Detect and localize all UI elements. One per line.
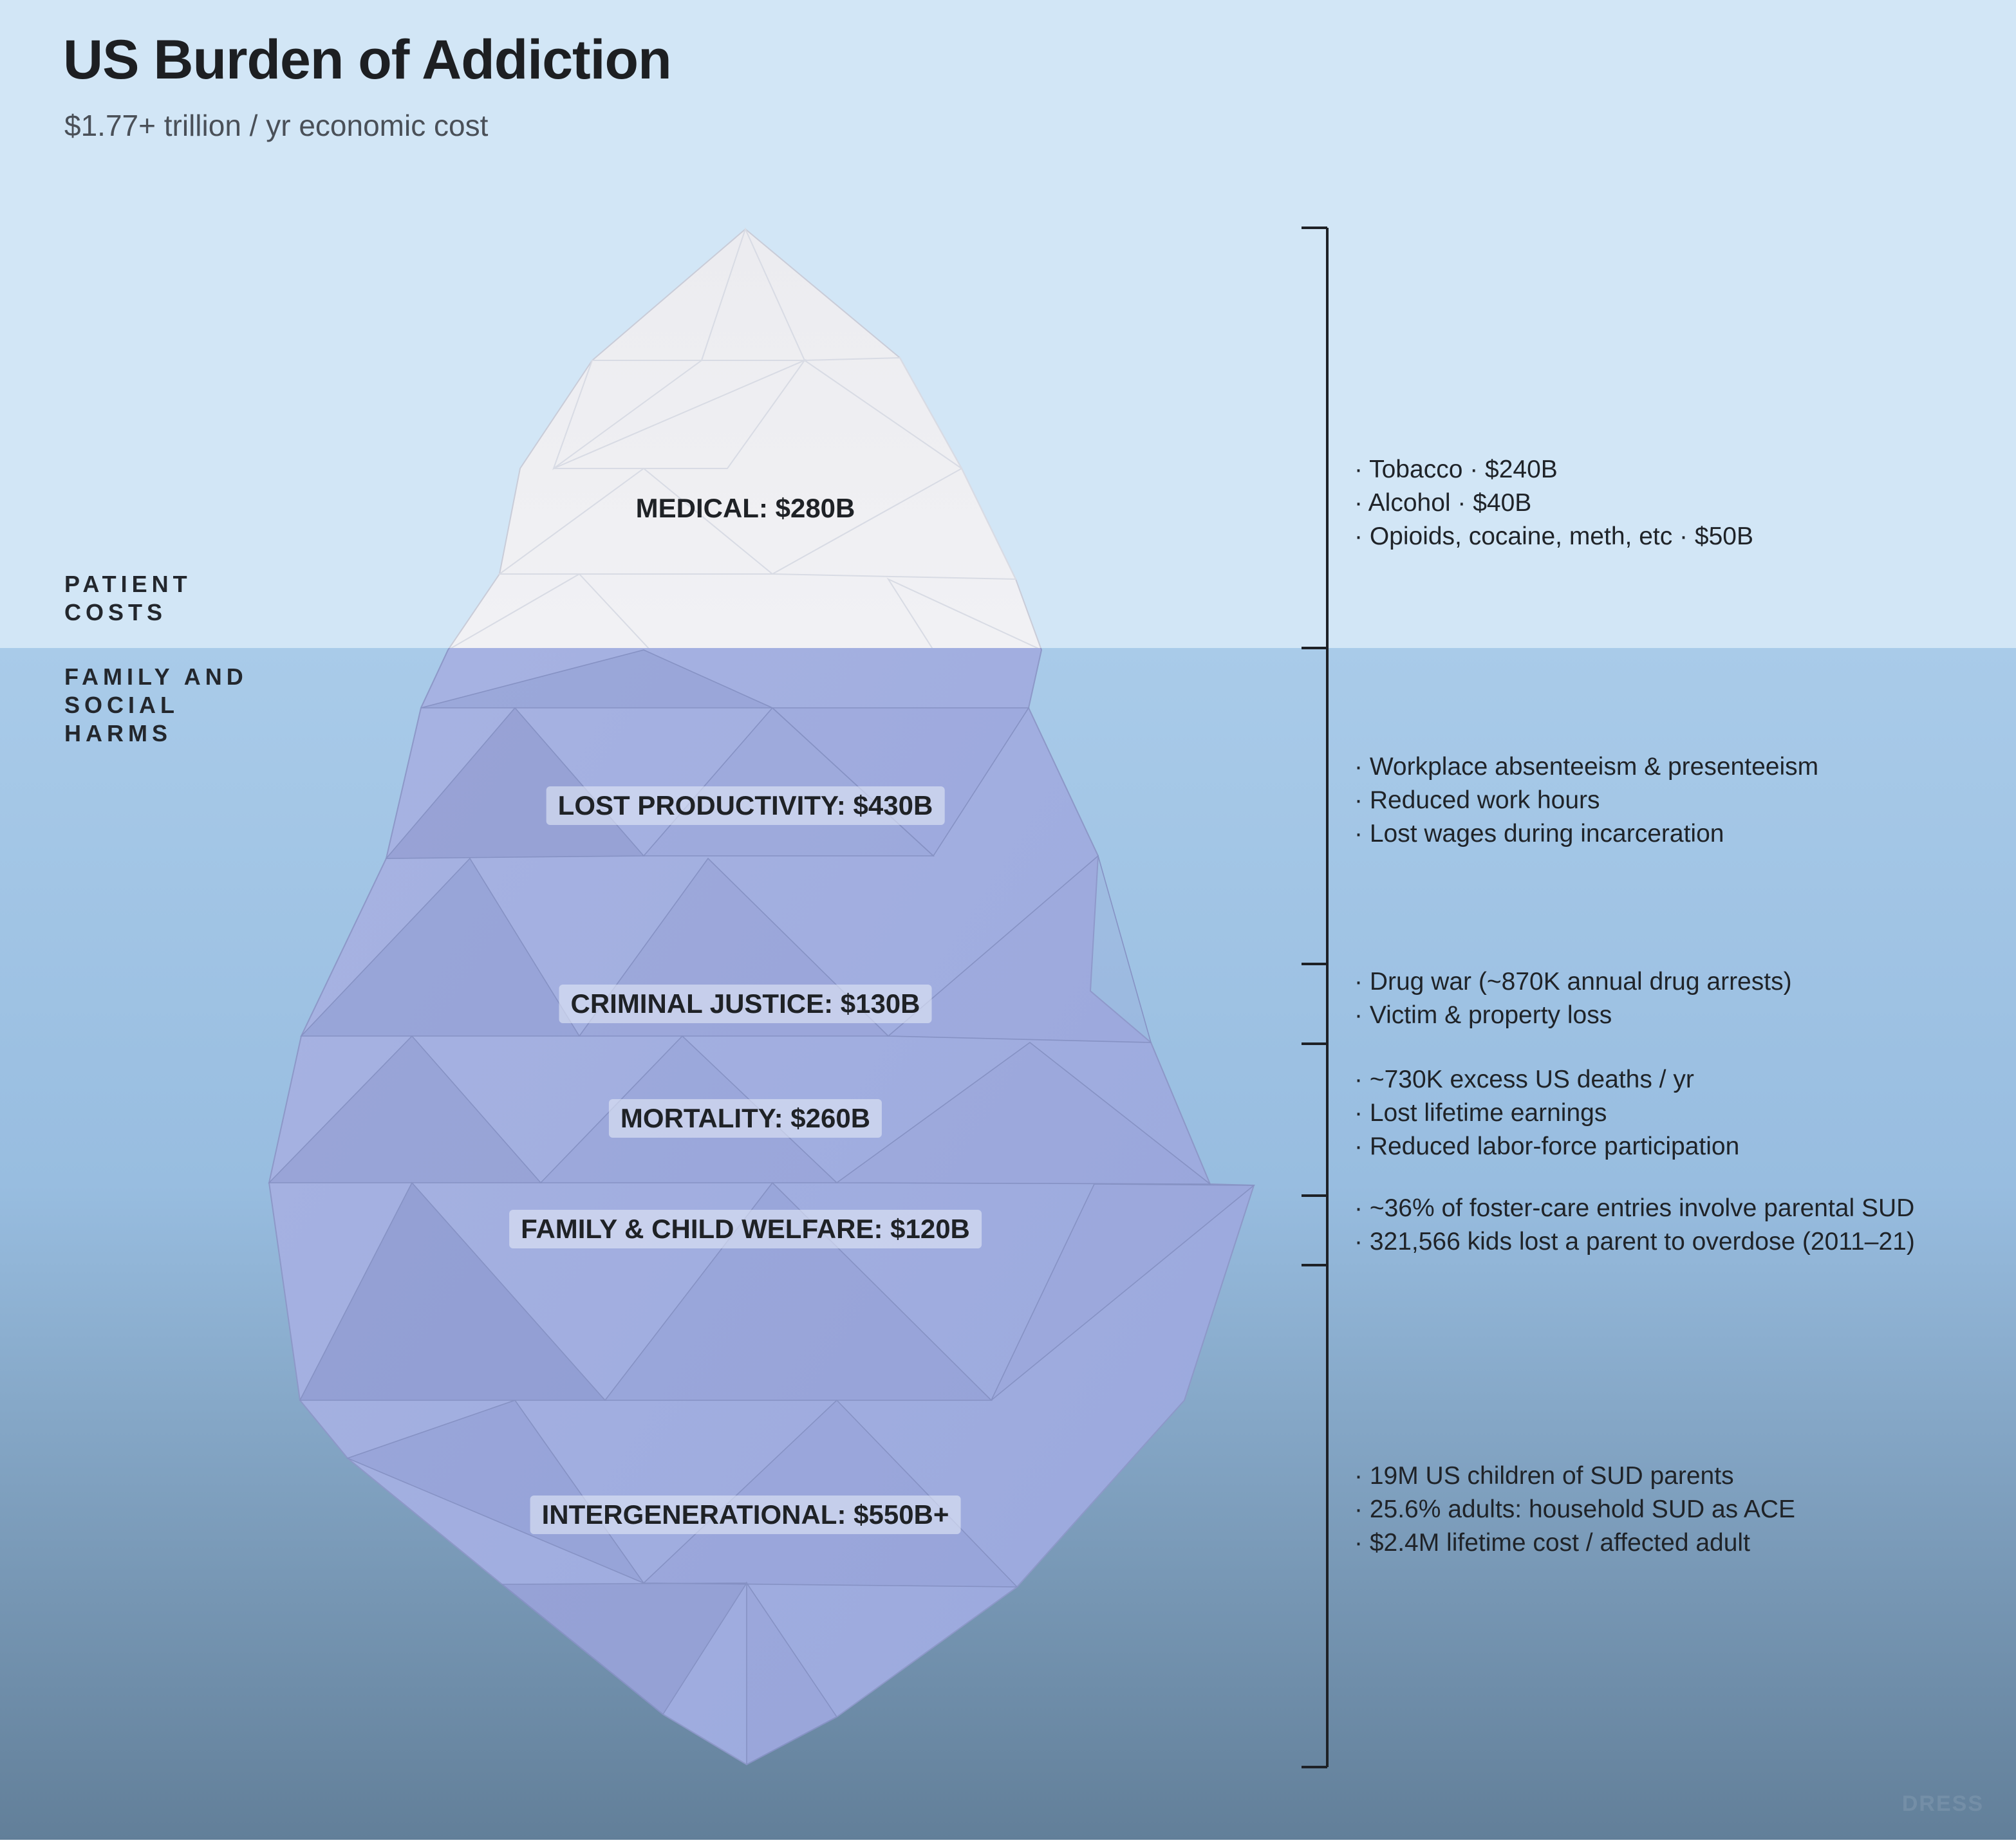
ice-facet xyxy=(835,1041,1212,1185)
note-item: · 25.6% adults: household SUD as ACE xyxy=(1354,1496,1796,1523)
layer-label-lost-productivity: LOST PRODUCTIVITY: $430B xyxy=(546,786,945,825)
watermark: DRESS xyxy=(1901,1792,1984,1816)
note-item: · Tobacco · $240B xyxy=(1354,456,1558,483)
iceberg-tip-facets xyxy=(450,227,1039,648)
note-item: · 321,566 kids lost a parent to overdose… xyxy=(1354,1228,1915,1255)
ice-facet xyxy=(299,1181,606,1401)
ice-facet xyxy=(420,649,773,708)
zone-label-family-social-harms: FAMILY AND SOCIAL HARMS xyxy=(64,663,248,746)
note-item: · Reduced work hours xyxy=(1354,786,1600,814)
ice-facet xyxy=(700,227,806,361)
ice-facet xyxy=(497,467,774,575)
page-title: US Burden of Addiction xyxy=(63,29,672,91)
ice-facet xyxy=(802,357,962,469)
layer-bracket xyxy=(1302,227,1329,1768)
note-item: · Opioids, cocaine, meth, etc · $50B xyxy=(1354,523,1753,550)
ice-facet xyxy=(268,1035,542,1183)
ice-facet xyxy=(346,1400,646,1584)
note-item: · Drug war (~870K annual drug arrests) xyxy=(1354,968,1792,996)
notes-medical: · Tobacco · $240B · Alcohol · $40B · Opi… xyxy=(1354,453,1753,553)
note-item: · Workplace absenteeism & presenteeism xyxy=(1354,753,1819,781)
ice-facet xyxy=(886,855,1152,1043)
ice-facet xyxy=(642,1399,1018,1588)
ice-facet xyxy=(500,1582,748,1716)
notes-intergenerational: · 19M US children of SUD parents · 25.6%… xyxy=(1354,1459,1795,1560)
layer-label-intergenerational: INTERGENERATIONAL: $550B+ xyxy=(530,1496,961,1534)
sky-background xyxy=(0,0,2016,648)
notes-family-child-welfare: · ~36% of foster-care entries involve pa… xyxy=(1354,1192,1915,1259)
ice-facet xyxy=(450,573,649,648)
note-item: · Lost lifetime earnings xyxy=(1354,1099,1607,1127)
page-subtitle: $1.77+ trillion / yr economic cost xyxy=(64,109,489,142)
note-item: · Victim & property loss xyxy=(1354,1001,1612,1029)
layer-label-medical: MEDICAL: $280B xyxy=(635,493,855,523)
note-item: · 19M US children of SUD parents xyxy=(1354,1462,1734,1490)
note-item: · $2.4M lifetime cost / affected adult xyxy=(1354,1529,1750,1557)
ice-facet xyxy=(553,358,807,469)
ice-facet xyxy=(886,577,1039,648)
note-item: · ~730K excess US deaths / yr xyxy=(1354,1066,1694,1093)
zone-label-patient-costs: PATIENT COSTS xyxy=(64,571,192,625)
ice-facet xyxy=(300,857,581,1037)
note-item: · Lost wages during incarceration xyxy=(1354,820,1724,847)
notes-lost-productivity: · Workplace absenteeism & presenteeism ·… xyxy=(1354,750,1818,851)
ice-facet xyxy=(746,1581,838,1766)
ice-facet xyxy=(552,360,704,470)
note-item: · Reduced labor-force participation xyxy=(1354,1133,1740,1160)
notes-criminal-justice: · Drug war (~870K annual drug arrests) ·… xyxy=(1354,965,1792,1032)
layer-label-mortality: MORTALITY: $260B xyxy=(608,1099,882,1138)
notes-mortality: · ~730K excess US deaths / yr · Lost lif… xyxy=(1354,1063,1739,1163)
note-item: · ~36% of foster-care entries involve pa… xyxy=(1354,1194,1915,1222)
note-item: · Alcohol · $40B xyxy=(1354,489,1532,517)
ice-facet xyxy=(770,467,1017,580)
iceberg-tip xyxy=(448,228,1041,648)
ice-facet xyxy=(991,1183,1256,1401)
ice-facet xyxy=(604,1181,993,1401)
layer-label-criminal-justice: CRIMINAL JUSTICE: $130B xyxy=(559,985,932,1023)
layer-label-family-child-welfare: FAMILY & CHILD WELFARE: $120B xyxy=(509,1210,982,1248)
